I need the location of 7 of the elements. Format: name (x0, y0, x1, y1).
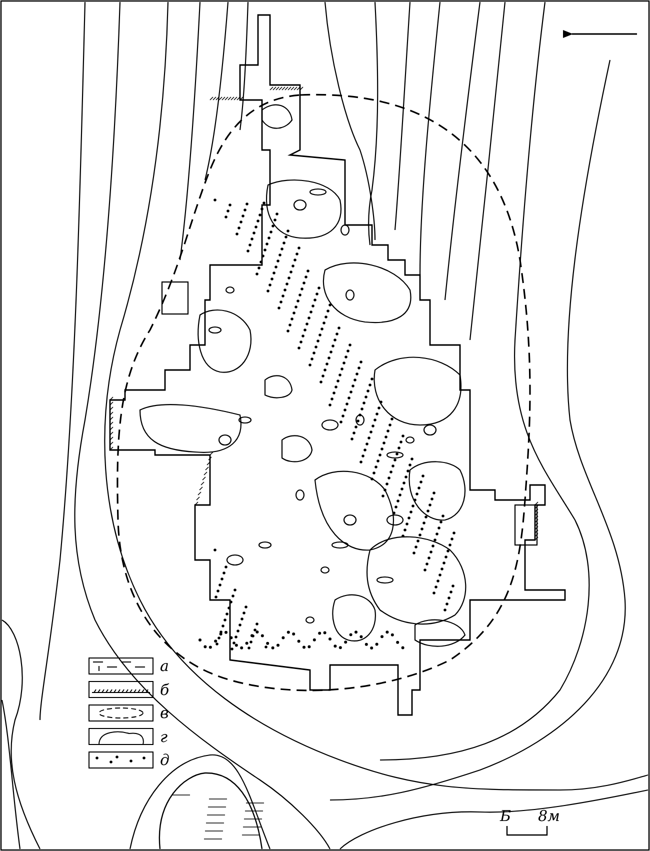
scale-label: Б (500, 808, 512, 824)
legend-label: в (160, 705, 169, 721)
legend-label: д (160, 752, 170, 768)
legend-label: а (160, 658, 169, 674)
legend-label: г (160, 728, 168, 744)
legend-label: б (160, 682, 170, 698)
scale-label: 8м (538, 808, 560, 824)
